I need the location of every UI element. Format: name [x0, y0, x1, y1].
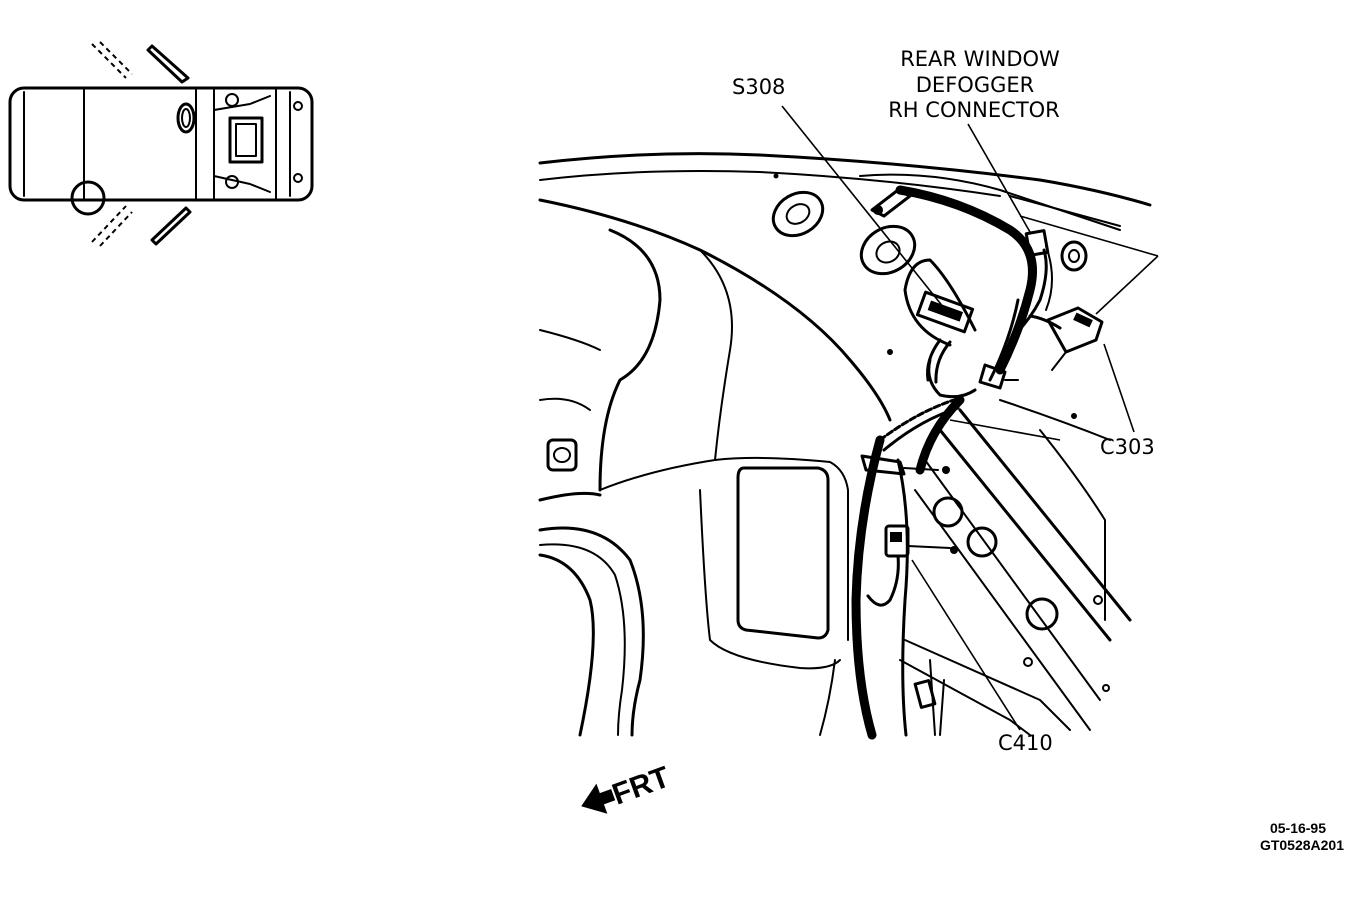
drawing-code: GT0528A201 — [1260, 837, 1344, 853]
label-rear-window-line3: RH CONNECTOR — [888, 98, 1060, 122]
label-c303: C303 — [1100, 435, 1155, 459]
date-stamp: 05-16-95 — [1270, 820, 1326, 836]
vehicle-top-view-icon — [8, 41, 314, 247]
label-rear-window-line1: REAR WINDOW — [900, 47, 1060, 71]
label-front: FRT — [608, 761, 674, 812]
label-c410: C410 — [998, 731, 1053, 755]
wiring-harness — [851, 185, 1104, 740]
body-panels — [538, 152, 1152, 737]
label-s308: S308 — [732, 75, 785, 99]
label-rear-window-line2: DEFOGGER — [916, 73, 1034, 97]
front-direction-indicator: FRT — [581, 761, 674, 814]
leader-lines — [781, 105, 1159, 731]
arrow-left-icon — [581, 783, 616, 814]
